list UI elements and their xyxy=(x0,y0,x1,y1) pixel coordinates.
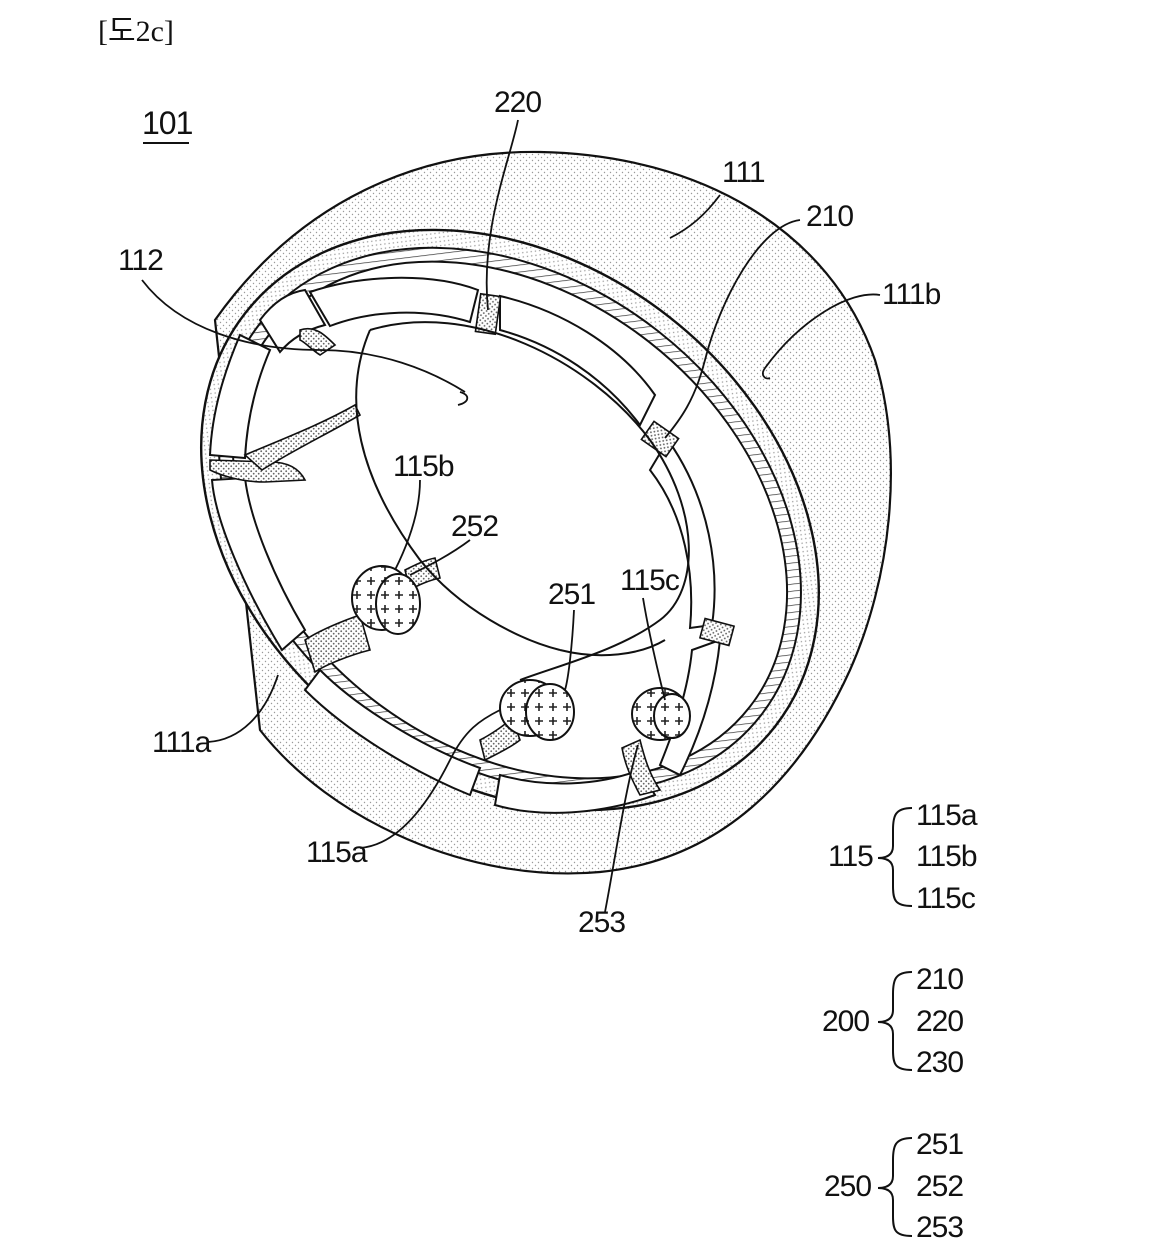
legend-115-child-c: 115c xyxy=(916,882,976,915)
legend-250-child-b: 252 xyxy=(916,1170,964,1203)
legend-200-parent: 200 xyxy=(822,1005,870,1038)
callout-111b: 111b xyxy=(882,278,941,311)
legend-200-child-b: 220 xyxy=(916,1005,964,1038)
electrode-253 xyxy=(631,687,691,741)
leader-lines xyxy=(141,119,881,913)
cylinder-body xyxy=(200,150,892,875)
legend-115-parent: 115 xyxy=(828,840,874,873)
callout-253: 253 xyxy=(578,906,626,939)
callout-220: 220 xyxy=(494,86,542,119)
callout-252: 252 xyxy=(451,510,499,543)
legend-250-parent: 250 xyxy=(824,1170,872,1203)
callout-115a: 115a xyxy=(306,836,368,869)
callout-115b: 115b xyxy=(393,450,455,483)
main-reference-underline xyxy=(143,142,189,144)
inner-segments xyxy=(208,276,722,814)
legend-200-child-a: 210 xyxy=(916,963,964,996)
figure-title: [도2c] xyxy=(98,15,174,48)
electrode-251 xyxy=(499,679,575,741)
main-reference-number: 101 xyxy=(142,105,193,141)
legend-115-child-b: 115b xyxy=(916,840,978,873)
legend-115-child-a: 115a xyxy=(916,799,978,832)
callout-112: 112 xyxy=(118,244,164,277)
inner-chamber xyxy=(355,321,690,681)
callout-115c: 115c xyxy=(620,564,680,597)
connector-joints xyxy=(209,292,736,796)
callout-251: 251 xyxy=(548,578,596,611)
legend-braces xyxy=(877,807,913,1237)
callout-111a: 111a xyxy=(152,726,211,759)
electrode-252 xyxy=(351,565,421,635)
legend-200-child-c: 230 xyxy=(916,1046,964,1079)
callout-111: 111 xyxy=(722,156,766,189)
callout-210: 210 xyxy=(806,200,854,233)
legend-250-child-a: 251 xyxy=(916,1128,964,1161)
legend-250-child-c: 253 xyxy=(916,1211,964,1244)
